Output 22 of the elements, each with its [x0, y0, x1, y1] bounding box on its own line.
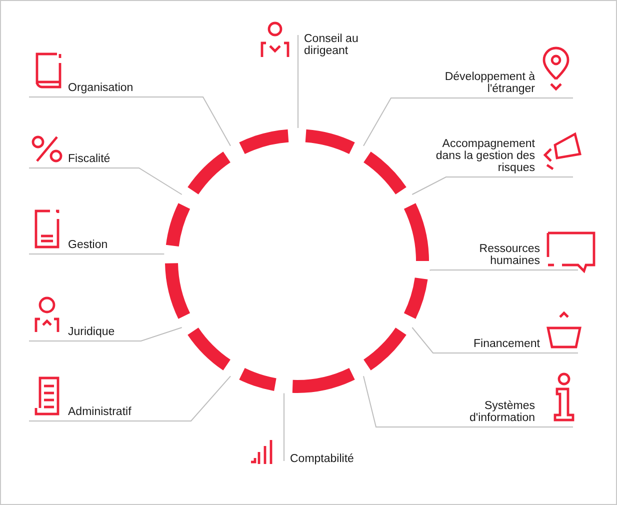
leader-line	[363, 376, 574, 428]
item-label: Administratif	[68, 406, 132, 418]
leader-line	[412, 176, 574, 195]
leader-line	[363, 98, 574, 146]
item-label: Développement à l'étranger	[444, 71, 535, 95]
item-label: Juridique	[68, 326, 115, 338]
leader-line	[28, 168, 182, 195]
leader-line	[429, 270, 578, 271]
item-label: Systèmes d'information	[468, 400, 535, 424]
item-label: Organisation	[68, 82, 134, 94]
item-label: Fiscalité	[68, 153, 110, 165]
item-label: Gestion	[68, 239, 108, 251]
leader-line	[28, 96, 231, 146]
item-label: Ressources humaines	[478, 243, 540, 267]
item-label: Comptabilité	[290, 453, 354, 465]
item-label: Conseil au dirigeant	[304, 33, 360, 57]
leader-line	[28, 327, 182, 342]
leader-line	[412, 327, 578, 354]
item-label: Financement	[474, 338, 540, 350]
leader-line	[28, 376, 231, 422]
item-label: Accompagnement dans la gestion des risques	[434, 138, 535, 174]
leader-line	[28, 254, 165, 255]
